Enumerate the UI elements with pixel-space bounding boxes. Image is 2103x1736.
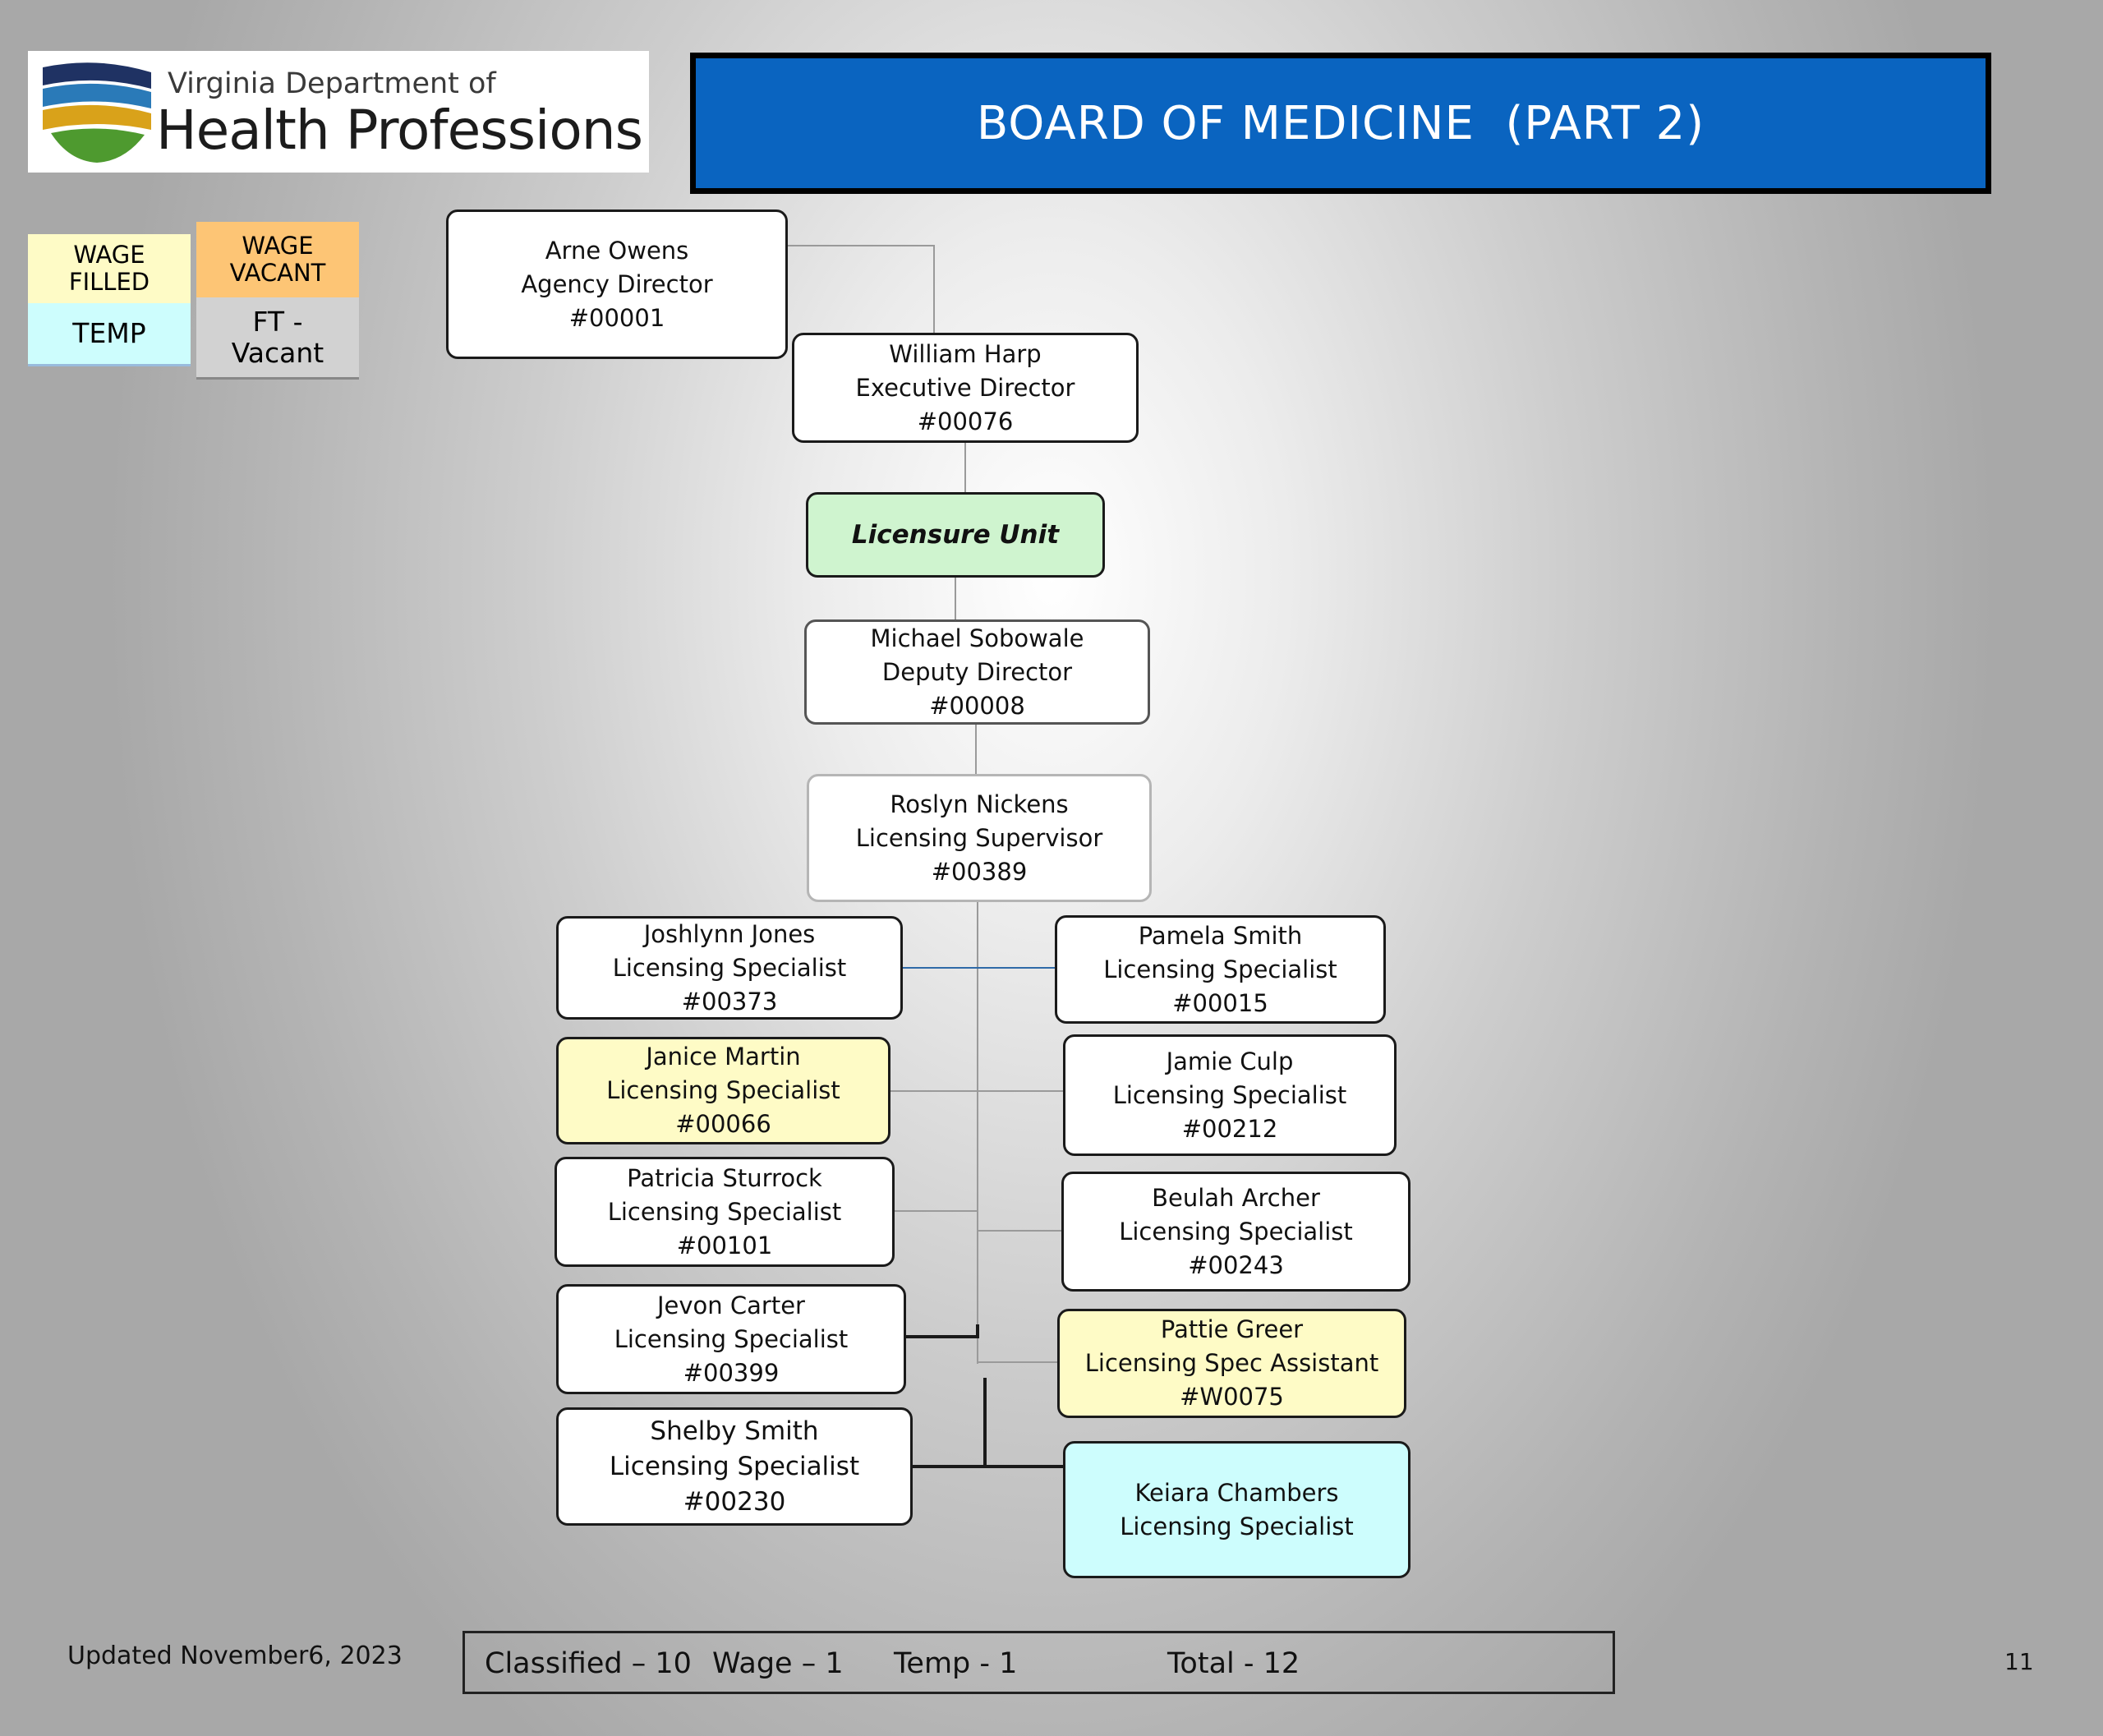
- count-total: Total - 12: [1167, 1647, 1300, 1680]
- staff-title: Licensing Specialist: [1119, 1217, 1353, 1246]
- staff-id: #W0075: [1180, 1383, 1284, 1411]
- legend-ft-vacant-line1: FT -: [252, 305, 303, 338]
- legend-temp: TEMP: [28, 303, 191, 366]
- deputy-director-name: Michael Sobowale: [870, 624, 1084, 652]
- legend-wage-filled-line2: FILLED: [68, 268, 150, 296]
- staff-name: Joshlynn Jones: [643, 919, 816, 948]
- agency-director-title: Agency Director: [521, 269, 713, 298]
- legend-wage-filled-line1: WAGE: [73, 240, 145, 269]
- org-box-licensure-unit: Licensure Unit: [806, 492, 1105, 578]
- page-number: 11: [2004, 1648, 2034, 1675]
- staff-title: Licensing Specialist: [1103, 955, 1337, 983]
- staff-name: Patricia Sturrock: [627, 1163, 822, 1192]
- deputy-director-id: #00008: [929, 691, 1025, 720]
- headcount-summary: Classified – 10 Wage – 1 Temp - 1 Total …: [462, 1631, 1615, 1694]
- count-temp: Temp - 1: [894, 1647, 1018, 1680]
- executive-director-name: William Harp: [889, 339, 1042, 368]
- org-box-staff-wage: Pattie Greer Licensing Spec Assistant #W…: [1057, 1309, 1406, 1418]
- count-wage: Wage – 1: [712, 1647, 844, 1680]
- org-box-staff: Beulah Archer Licensing Specialist #0024…: [1061, 1172, 1410, 1292]
- staff-title: Licensing Specialist: [609, 1451, 860, 1481]
- logo-line-2: Health Professions: [156, 99, 643, 162]
- logo-line-1: Virginia Department of: [168, 67, 496, 100]
- dhp-logo: Virginia Department of Health Profession…: [28, 51, 649, 173]
- staff-title: Licensing Specialist: [1112, 1080, 1347, 1109]
- org-box-agency-director: Arne Owens Agency Director #00001: [446, 210, 788, 359]
- staff-title: Licensing Specialist: [1120, 1512, 1354, 1540]
- licensure-unit-label: Licensure Unit: [851, 519, 1060, 550]
- connector-jevon: [904, 1324, 979, 1338]
- legend-temp-label: TEMP: [72, 317, 146, 350]
- staff-name: Beulah Archer: [1152, 1183, 1320, 1212]
- supervisor-id: #00389: [931, 857, 1028, 886]
- agency-director-id: #00001: [568, 303, 665, 332]
- staff-name: Jamie Culp: [1166, 1047, 1294, 1075]
- staff-title: Licensing Specialist: [612, 953, 847, 982]
- deputy-director-title: Deputy Director: [881, 657, 1073, 686]
- dhp-emblem-icon: [43, 62, 151, 163]
- org-box-executive-director: William Harp Executive Director #00076: [792, 333, 1139, 443]
- staff-name: Keiara Chambers: [1134, 1478, 1339, 1507]
- org-box-staff: Joshlynn Jones Licensing Specialist #003…: [556, 916, 903, 1020]
- staff-name: Shelby Smith: [650, 1416, 819, 1446]
- staff-name: Pamela Smith: [1138, 921, 1303, 950]
- org-box-staff: Jevon Carter Licensing Specialist #00399: [556, 1284, 906, 1394]
- org-box-staff: Patricia Sturrock Licensing Specialist #…: [555, 1157, 895, 1267]
- staff-title: Licensing Spec Assistant: [1084, 1349, 1379, 1377]
- agency-director-name: Arne Owens: [545, 236, 689, 265]
- staff-id: #00230: [683, 1486, 786, 1517]
- org-box-staff: Jamie Culp Licensing Specialist #00212: [1063, 1034, 1397, 1156]
- staff-id: #00399: [683, 1358, 780, 1387]
- staff-title: Licensing Specialist: [606, 1076, 840, 1104]
- connector-agency-executive: [787, 245, 935, 334]
- supervisor-title: Licensing Supervisor: [855, 823, 1103, 852]
- staff-id: #00066: [675, 1110, 771, 1138]
- legend-wage-vacant-line2: VACANT: [229, 259, 326, 287]
- updated-date: Updated November6, 2023: [67, 1642, 403, 1670]
- staff-title: Licensing Specialist: [614, 1324, 849, 1353]
- legend-ft-vacant-line2: Vacant: [231, 336, 324, 369]
- staff-id: #00101: [676, 1231, 773, 1259]
- staff-id: #00015: [1172, 988, 1268, 1017]
- staff-name: Janice Martin: [646, 1043, 801, 1071]
- staff-id: #00373: [681, 987, 778, 1015]
- org-box-staff-wage: Janice Martin Licensing Specialist #0006…: [556, 1037, 890, 1144]
- executive-director-id: #00076: [917, 407, 1014, 435]
- staff-name: Pattie Greer: [1160, 1315, 1304, 1343]
- staff-title: Licensing Specialist: [607, 1197, 842, 1226]
- legend-wage-vacant-line1: WAGE: [242, 231, 314, 260]
- staff-id: #00212: [1181, 1114, 1278, 1143]
- org-box-deputy-director: Michael Sobowale Deputy Director #00008: [804, 619, 1150, 725]
- org-box-staff-temp: Keiara Chambers Licensing Specialist: [1063, 1441, 1410, 1578]
- count-classified: Classified – 10: [485, 1647, 692, 1680]
- org-box-staff: Shelby Smith Licensing Specialist #00230: [556, 1407, 913, 1526]
- executive-director-title: Executive Director: [855, 373, 1075, 402]
- org-box-supervisor: Roslyn Nickens Licensing Supervisor #003…: [807, 774, 1152, 902]
- org-box-staff: Pamela Smith Licensing Specialist #00015: [1055, 915, 1386, 1024]
- staff-id: #00243: [1188, 1250, 1284, 1279]
- page-title: BOARD OF MEDICINE (PART 2): [976, 96, 1705, 150]
- page-title-banner: BOARD OF MEDICINE (PART 2): [690, 53, 1991, 194]
- supervisor-name: Roslyn Nickens: [890, 790, 1069, 818]
- staff-name: Jevon Carter: [657, 1291, 805, 1319]
- legend-ft-vacant: FT -Vacant: [196, 297, 359, 380]
